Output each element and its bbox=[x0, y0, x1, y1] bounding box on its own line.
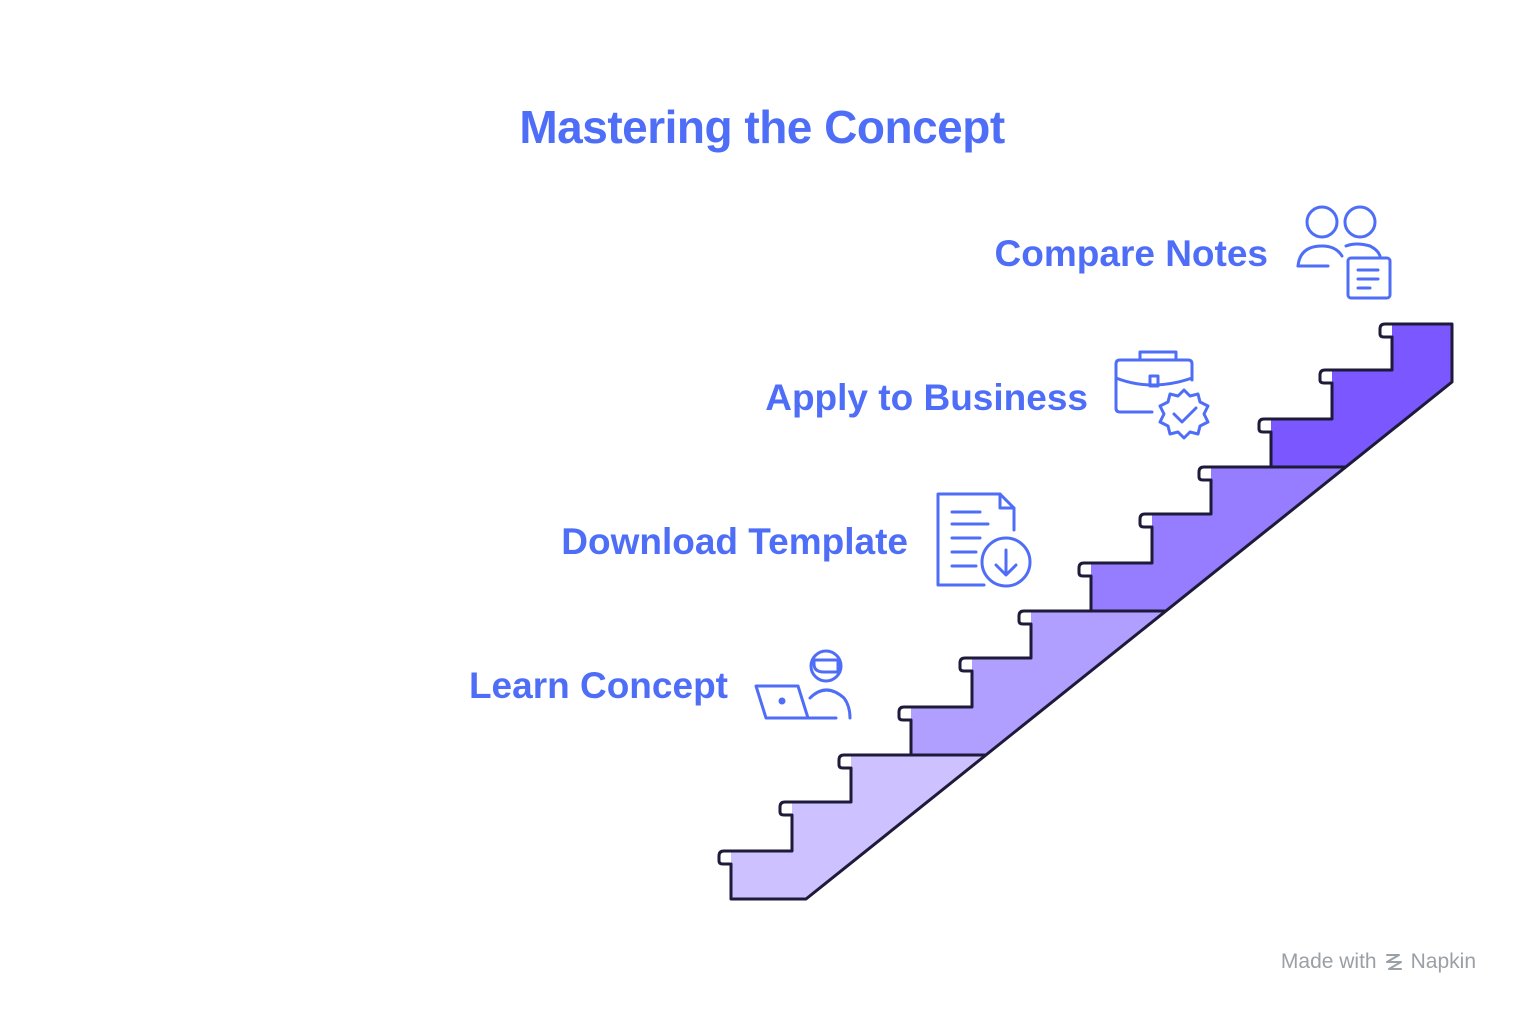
made-with-napkin-footer: Made with Napkin bbox=[1281, 950, 1476, 974]
people-notes-icon bbox=[1296, 205, 1392, 300]
person-laptop-icon bbox=[754, 649, 852, 720]
step-label-learn-concept: Learn Concept bbox=[468, 665, 728, 706]
step-label-download-template: Download Template bbox=[561, 521, 908, 562]
diagram-title: Mastering the Concept bbox=[519, 101, 1005, 153]
napkin-logo-icon bbox=[1385, 954, 1402, 970]
stair-band-1 bbox=[731, 755, 986, 899]
document-download-icon bbox=[936, 492, 1032, 588]
step-label-apply-to-business: Apply to Business bbox=[765, 377, 1088, 418]
stair-outline bbox=[717, 322, 1454, 901]
step-label-compare-notes: Compare Notes bbox=[994, 233, 1268, 274]
stair-band-2 bbox=[851, 611, 1166, 755]
footer-made-with: Made with bbox=[1280, 950, 1377, 973]
footer-brand: Napkin bbox=[1410, 950, 1476, 973]
briefcase-check-icon bbox=[1114, 350, 1210, 440]
stair-band-3 bbox=[1031, 467, 1346, 611]
